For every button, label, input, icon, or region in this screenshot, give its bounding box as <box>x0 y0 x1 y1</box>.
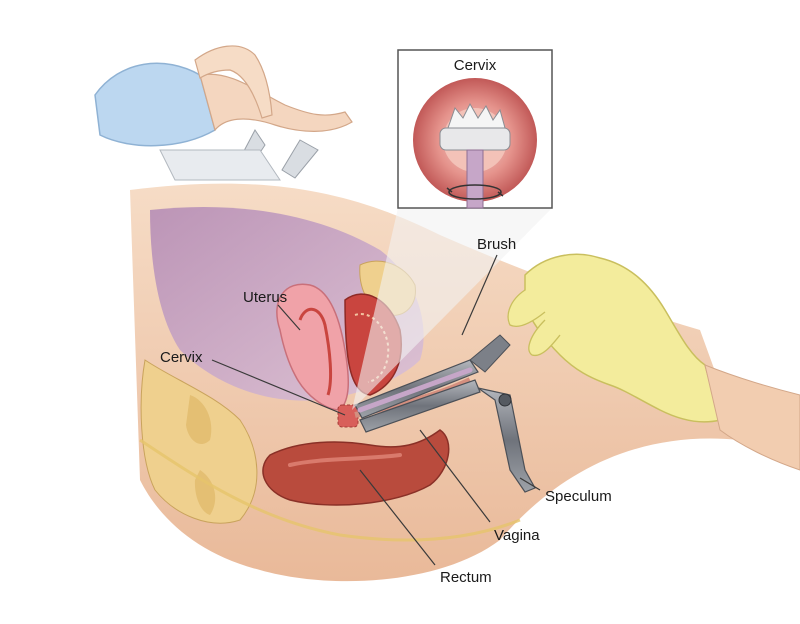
patient-on-exam-table-icon <box>94 45 353 181</box>
cervix-leader <box>211 359 346 416</box>
vagina-label: Vagina <box>494 527 540 544</box>
uterus-label: Uterus <box>243 289 287 306</box>
vagina-leader <box>419 429 491 523</box>
speculum-label: Speculum <box>545 488 612 505</box>
uterus-leader <box>277 304 301 331</box>
inset-connector <box>352 208 552 410</box>
rectum-leader <box>359 469 436 566</box>
rectum-label: Rectum <box>440 569 492 586</box>
brush-leader <box>461 254 498 336</box>
inset-title: Cervix <box>454 57 497 74</box>
gloved-hand-icon <box>507 253 800 471</box>
magnified-cervix-icon: Cervix <box>397 49 553 209</box>
leader-lines <box>211 254 541 566</box>
speculum-leader <box>519 477 541 491</box>
cervix-label: Cervix <box>160 349 203 366</box>
cervical-brush-icon <box>357 367 473 413</box>
brush-label: Brush <box>477 236 516 253</box>
